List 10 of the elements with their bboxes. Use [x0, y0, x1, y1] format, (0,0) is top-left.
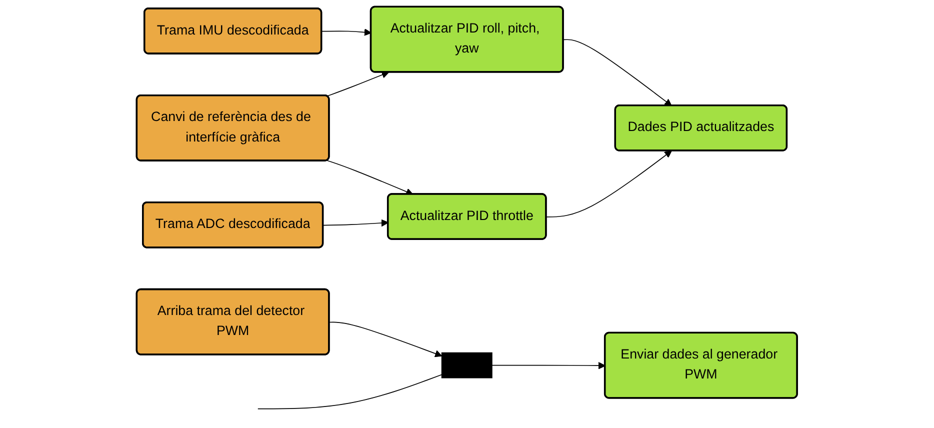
arrow	[546, 150, 672, 218]
node-bar	[442, 352, 492, 378]
arrow	[563, 39, 672, 106]
connector	[258, 374, 442, 410]
arrow	[492, 362, 606, 370]
arrow	[321, 28, 372, 36]
arrow	[326, 71, 390, 97]
arrow	[329, 322, 442, 358]
arrow	[322, 219, 389, 227]
arrow	[326, 160, 414, 196]
